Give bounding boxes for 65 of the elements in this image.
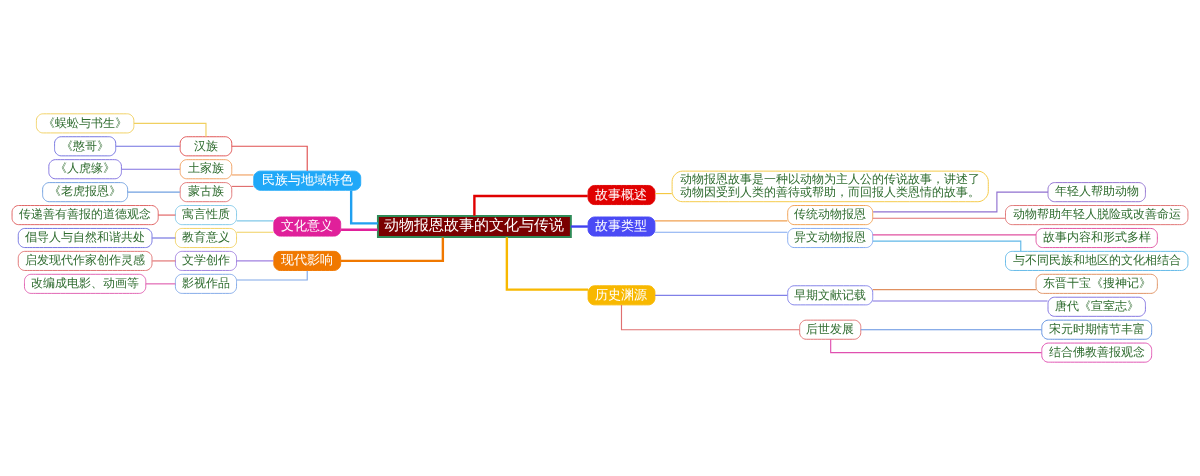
node-box: 现代影响 bbox=[273, 250, 342, 271]
connector bbox=[231, 185, 254, 187]
node-box: 动物帮助年轻人脱险或改善命运 bbox=[1005, 205, 1189, 226]
node-box: 土家族 bbox=[179, 159, 233, 180]
connector bbox=[872, 234, 1037, 236]
node-box: 宋元时期情节丰富 bbox=[1041, 319, 1153, 340]
node-box: 民族与地域特色 bbox=[253, 170, 362, 191]
connector bbox=[654, 294, 788, 296]
connector bbox=[231, 145, 308, 172]
node-box: 寓言性质 bbox=[174, 205, 237, 226]
node-box: 结合佛教善报观念 bbox=[1041, 342, 1153, 363]
connector bbox=[349, 190, 378, 225]
node-box: 唐代《宣室志》 bbox=[1047, 296, 1146, 317]
connector bbox=[145, 283, 176, 285]
node-box: 《憨哥》 bbox=[54, 136, 117, 157]
node-box: 异文动物报恩 bbox=[787, 227, 874, 249]
node-box: 年轻人帮助动物 bbox=[1047, 182, 1146, 203]
node-box: 传递善有善报的道德观念 bbox=[11, 205, 159, 226]
node-box: 后世发展 bbox=[799, 319, 862, 340]
node-box: 故事概述 bbox=[587, 185, 656, 206]
node-box: 蒙古族 bbox=[179, 182, 233, 203]
node-box: 汉族 bbox=[179, 136, 233, 157]
connector bbox=[872, 217, 1006, 219]
node-box: 故事内容和形式多样 bbox=[1035, 227, 1158, 249]
connector bbox=[127, 191, 181, 193]
node-box: 与不同民族和地区的文化相结合 bbox=[1005, 250, 1189, 271]
node-box: 文学创作 bbox=[174, 250, 237, 271]
connector bbox=[157, 214, 176, 216]
node-box: 东晋干宝《搜神记》 bbox=[1035, 273, 1158, 294]
node-box: 《蜈蚣与书生》 bbox=[35, 113, 135, 134]
connector bbox=[341, 228, 378, 231]
connector bbox=[570, 225, 588, 228]
connector bbox=[620, 304, 800, 331]
connector bbox=[236, 260, 275, 262]
connector bbox=[872, 289, 1037, 291]
connector bbox=[505, 237, 589, 291]
connector bbox=[236, 231, 275, 233]
connector bbox=[231, 174, 254, 176]
node-box: 传统动物报恩 bbox=[787, 205, 874, 226]
node-box: 历史渊源 bbox=[587, 285, 656, 306]
node-box: 《老虎报恩》 bbox=[42, 182, 129, 203]
connector bbox=[860, 329, 1043, 331]
connector bbox=[236, 270, 308, 281]
connector bbox=[872, 300, 1049, 302]
node-box: 《人虎缘》 bbox=[48, 159, 122, 180]
connector bbox=[872, 240, 1022, 252]
connector bbox=[654, 231, 788, 233]
node-box: 早期文献记载 bbox=[787, 285, 874, 306]
node-box: 影视作品 bbox=[174, 273, 237, 294]
node-box: 动物报恩故事的文化与传说 bbox=[376, 215, 572, 238]
node-box: 启发现代作家创作灵感 bbox=[17, 250, 153, 271]
node-box: 改编成电影、动画等 bbox=[24, 273, 147, 294]
node-box: 故事类型 bbox=[587, 216, 656, 237]
node-box: 教育意义 bbox=[174, 227, 237, 249]
node-box: 文化意义 bbox=[273, 216, 342, 237]
connector bbox=[872, 191, 1049, 213]
connector bbox=[236, 220, 275, 222]
node-box: 动物报恩故事是一种以动物为主人公的传说故事，讲述了动物因受到人类的善待或帮助，而回报人类恩情的故事。 bbox=[671, 170, 989, 203]
connector bbox=[340, 237, 445, 263]
connector bbox=[121, 168, 181, 170]
connector bbox=[115, 145, 181, 147]
connector bbox=[654, 220, 788, 222]
connector bbox=[151, 260, 176, 262]
node-box: 倡导人与自然和谐共处 bbox=[17, 227, 153, 249]
connector bbox=[151, 237, 176, 239]
